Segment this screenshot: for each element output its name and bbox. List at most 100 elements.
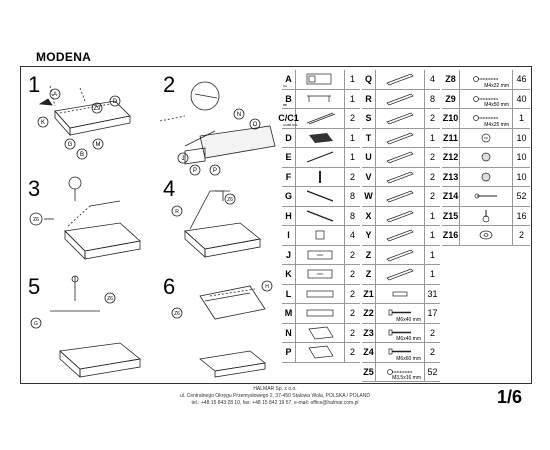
part-quantity: 2: [344, 343, 360, 362]
part-letter: G: [282, 187, 296, 206]
part-letter-text: Q: [364, 74, 372, 85]
part-letter-text: Z1: [363, 288, 374, 299]
assembly-steps: 1 2 3 4 5 6 Z9 D K G M B A: [20, 66, 280, 384]
key-icon: [460, 207, 512, 226]
connector-icon: [460, 129, 512, 148]
step-number-3: 3: [28, 176, 41, 201]
part-quantity: 8: [344, 187, 360, 206]
part-letter-sub: AA: [283, 83, 287, 88]
part-letter: X: [362, 206, 376, 225]
step-4-label: Z6: [227, 197, 233, 203]
part-letter-text: G: [284, 191, 292, 202]
part-letter: D: [282, 128, 296, 147]
part-letter: J: [282, 245, 296, 264]
part-quantity: 2: [512, 226, 530, 245]
part-letter: Z16: [442, 226, 460, 245]
part-letter-text: A: [285, 74, 292, 85]
part-letter: Z: [362, 245, 376, 264]
part-letter-text: Z2: [363, 308, 374, 319]
dowel-icon: [376, 285, 424, 304]
part-quantity: 52: [512, 187, 530, 206]
leg-icon: [296, 168, 344, 187]
part-letter-text: Z16: [442, 230, 459, 241]
part-letter: Z13: [442, 167, 460, 186]
part-dimension: M6x60 mm: [396, 355, 421, 362]
bolt-icon: M6x40 mm: [376, 304, 424, 323]
part-letter-text: L: [285, 288, 292, 299]
part-letter: Z10: [442, 109, 460, 128]
part-letter-text: Z8: [445, 74, 456, 85]
part-letter-text: Z15: [442, 210, 459, 221]
slat-icon: [376, 109, 424, 128]
part-letter: E: [282, 148, 296, 167]
part-letter-text: F: [285, 171, 292, 182]
part-quantity: 2: [424, 109, 440, 128]
part-letter-text: X: [365, 210, 372, 221]
part-letter-text: K: [285, 269, 292, 280]
slat-icon: [376, 129, 424, 148]
part-letter-sub: AA BB AC1: [283, 122, 298, 127]
part-quantity: 2: [424, 343, 440, 362]
part-letter: I: [282, 226, 296, 245]
part-quantity: 2: [424, 167, 440, 186]
part-quantity: 1: [344, 70, 360, 89]
part-letter: T: [362, 128, 376, 147]
part-letter: L: [282, 284, 296, 303]
part-quantity: 1: [344, 148, 360, 167]
step-1-illustration: Z9 D K G M B A: [37, 85, 131, 160]
part-letter-sub: BB: [283, 103, 287, 107]
part-letter-text: N: [285, 327, 292, 338]
drawer-front-icon: [296, 246, 344, 265]
part-quantity: 2: [344, 323, 360, 342]
part-dimension: M3,5x16 mm: [392, 375, 421, 381]
part-letter: Z3: [362, 323, 376, 342]
part-letter-text: J: [285, 249, 291, 260]
step-4-illustration: R Z6: [171, 190, 261, 258]
part-letter-text: B: [285, 93, 292, 104]
part-quantity: 2: [424, 187, 440, 206]
part-letter: Z12: [442, 148, 460, 167]
screw-icon: M4x32 mm: [460, 70, 512, 89]
block-icon: [296, 226, 344, 245]
part-letter-text: Z5: [363, 366, 374, 377]
slat-icon: [376, 168, 424, 187]
panel-icon: [296, 324, 344, 343]
slat-icon: [376, 246, 424, 265]
step-1-label: M: [96, 142, 101, 148]
part-letter: P: [282, 343, 296, 362]
part-quantity: 8: [424, 89, 440, 108]
headboard-icon: [296, 70, 344, 89]
part-letter-text: E: [285, 152, 292, 163]
part-letter-text: I: [287, 230, 290, 241]
bolt-icon: M6x40 mm: [376, 324, 424, 342]
step-5-illustration: Z6 G: [30, 275, 141, 378]
page-border: [20, 66, 532, 384]
step-1-label: K: [41, 120, 45, 126]
part-quantity: 10: [512, 128, 530, 147]
part-quantity: 2: [344, 265, 360, 284]
part-letter: U: [362, 148, 376, 167]
part-quantity: 52: [424, 362, 440, 381]
step-2-illustration: N O J P P: [159, 81, 276, 176]
part-quantity: 1: [424, 206, 440, 225]
step-number-6: 6: [163, 274, 176, 299]
